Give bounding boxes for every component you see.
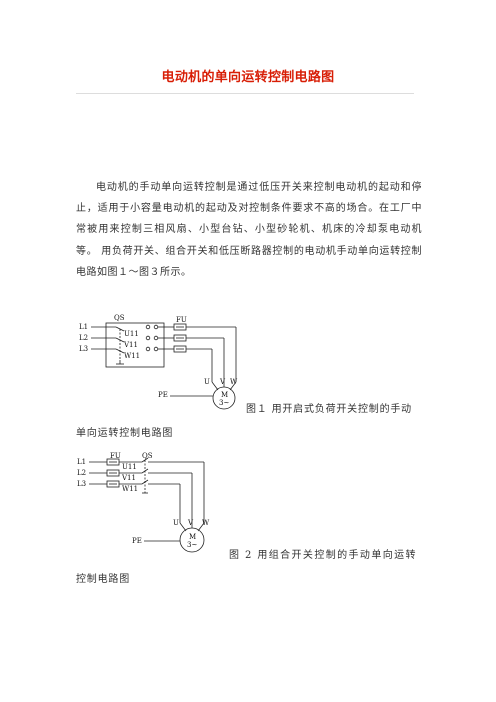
- fig1-label-m: M: [221, 391, 228, 399]
- fig2-label-v: V: [187, 519, 194, 527]
- fig2-label-l2: L2: [77, 469, 86, 477]
- fig2-label-qs: QS: [142, 452, 153, 460]
- figure-2-caption-line2: 控制电路图: [76, 574, 130, 585]
- fig1-label-v: V: [219, 378, 226, 386]
- figure-1-caption-line1: 图１ 用开启式负荷开关控制的手动: [246, 404, 412, 415]
- fig2-motor: [179, 527, 205, 553]
- figure-2-caption-line1: 图 2 用组合开关控制的手动单向运转: [229, 550, 417, 561]
- fig1-motor: [212, 386, 236, 410]
- fig2-label-m: M: [189, 533, 196, 541]
- figure-1-caption-line2: 单向运转控制电路图: [76, 428, 174, 439]
- document-title: 电动机的单向运转控制电路图: [161, 70, 335, 85]
- fig1-label-qs: QS: [114, 314, 125, 322]
- fig1-label-w: W: [230, 378, 238, 386]
- fig1-label-w11: W11: [124, 352, 140, 360]
- fig2-label-w11: W11: [122, 485, 138, 493]
- fig1-label-l1: L1: [79, 323, 88, 331]
- fig2-label-phase: 3~: [187, 541, 197, 549]
- body-paragraph: 电动机的手动单向运转控制是通过低压开关来控制电动机的起动和停止，适用于小容量电动…: [76, 182, 422, 278]
- fig2-label-u11: U11: [122, 463, 137, 471]
- fig1-label-l3: L3: [79, 345, 88, 353]
- figure-2-diagram: FU QS L1 L2 L3 U11 V11 W11 U V: [76, 451, 226, 561]
- fig1-label-u11: U11: [124, 330, 139, 338]
- fig1-label-phase: 3~: [219, 399, 229, 407]
- fig2-label-pe: PE: [132, 537, 142, 545]
- title-divider: [76, 93, 414, 94]
- fig1-label-l2: L2: [79, 334, 88, 342]
- fig2-label-u: U: [173, 519, 179, 527]
- fig2-label-fu: FU: [110, 452, 121, 460]
- fig2-label-v11: V11: [121, 474, 136, 482]
- fig2-label-l1: L1: [77, 458, 86, 466]
- fig1-qs-enclosure: [105, 322, 165, 368]
- fig1-label-u: U: [204, 378, 210, 386]
- fig1-label-fu: FU: [176, 316, 187, 324]
- fig1-label-pe: PE: [158, 391, 168, 399]
- fig2-label-w: W: [202, 519, 210, 527]
- figure-1-diagram: QS FU L1 L2 L3 U11 V11 W11: [78, 312, 244, 412]
- fig1-label-v11: V11: [123, 341, 138, 349]
- fig2-label-l3: L3: [77, 480, 86, 488]
